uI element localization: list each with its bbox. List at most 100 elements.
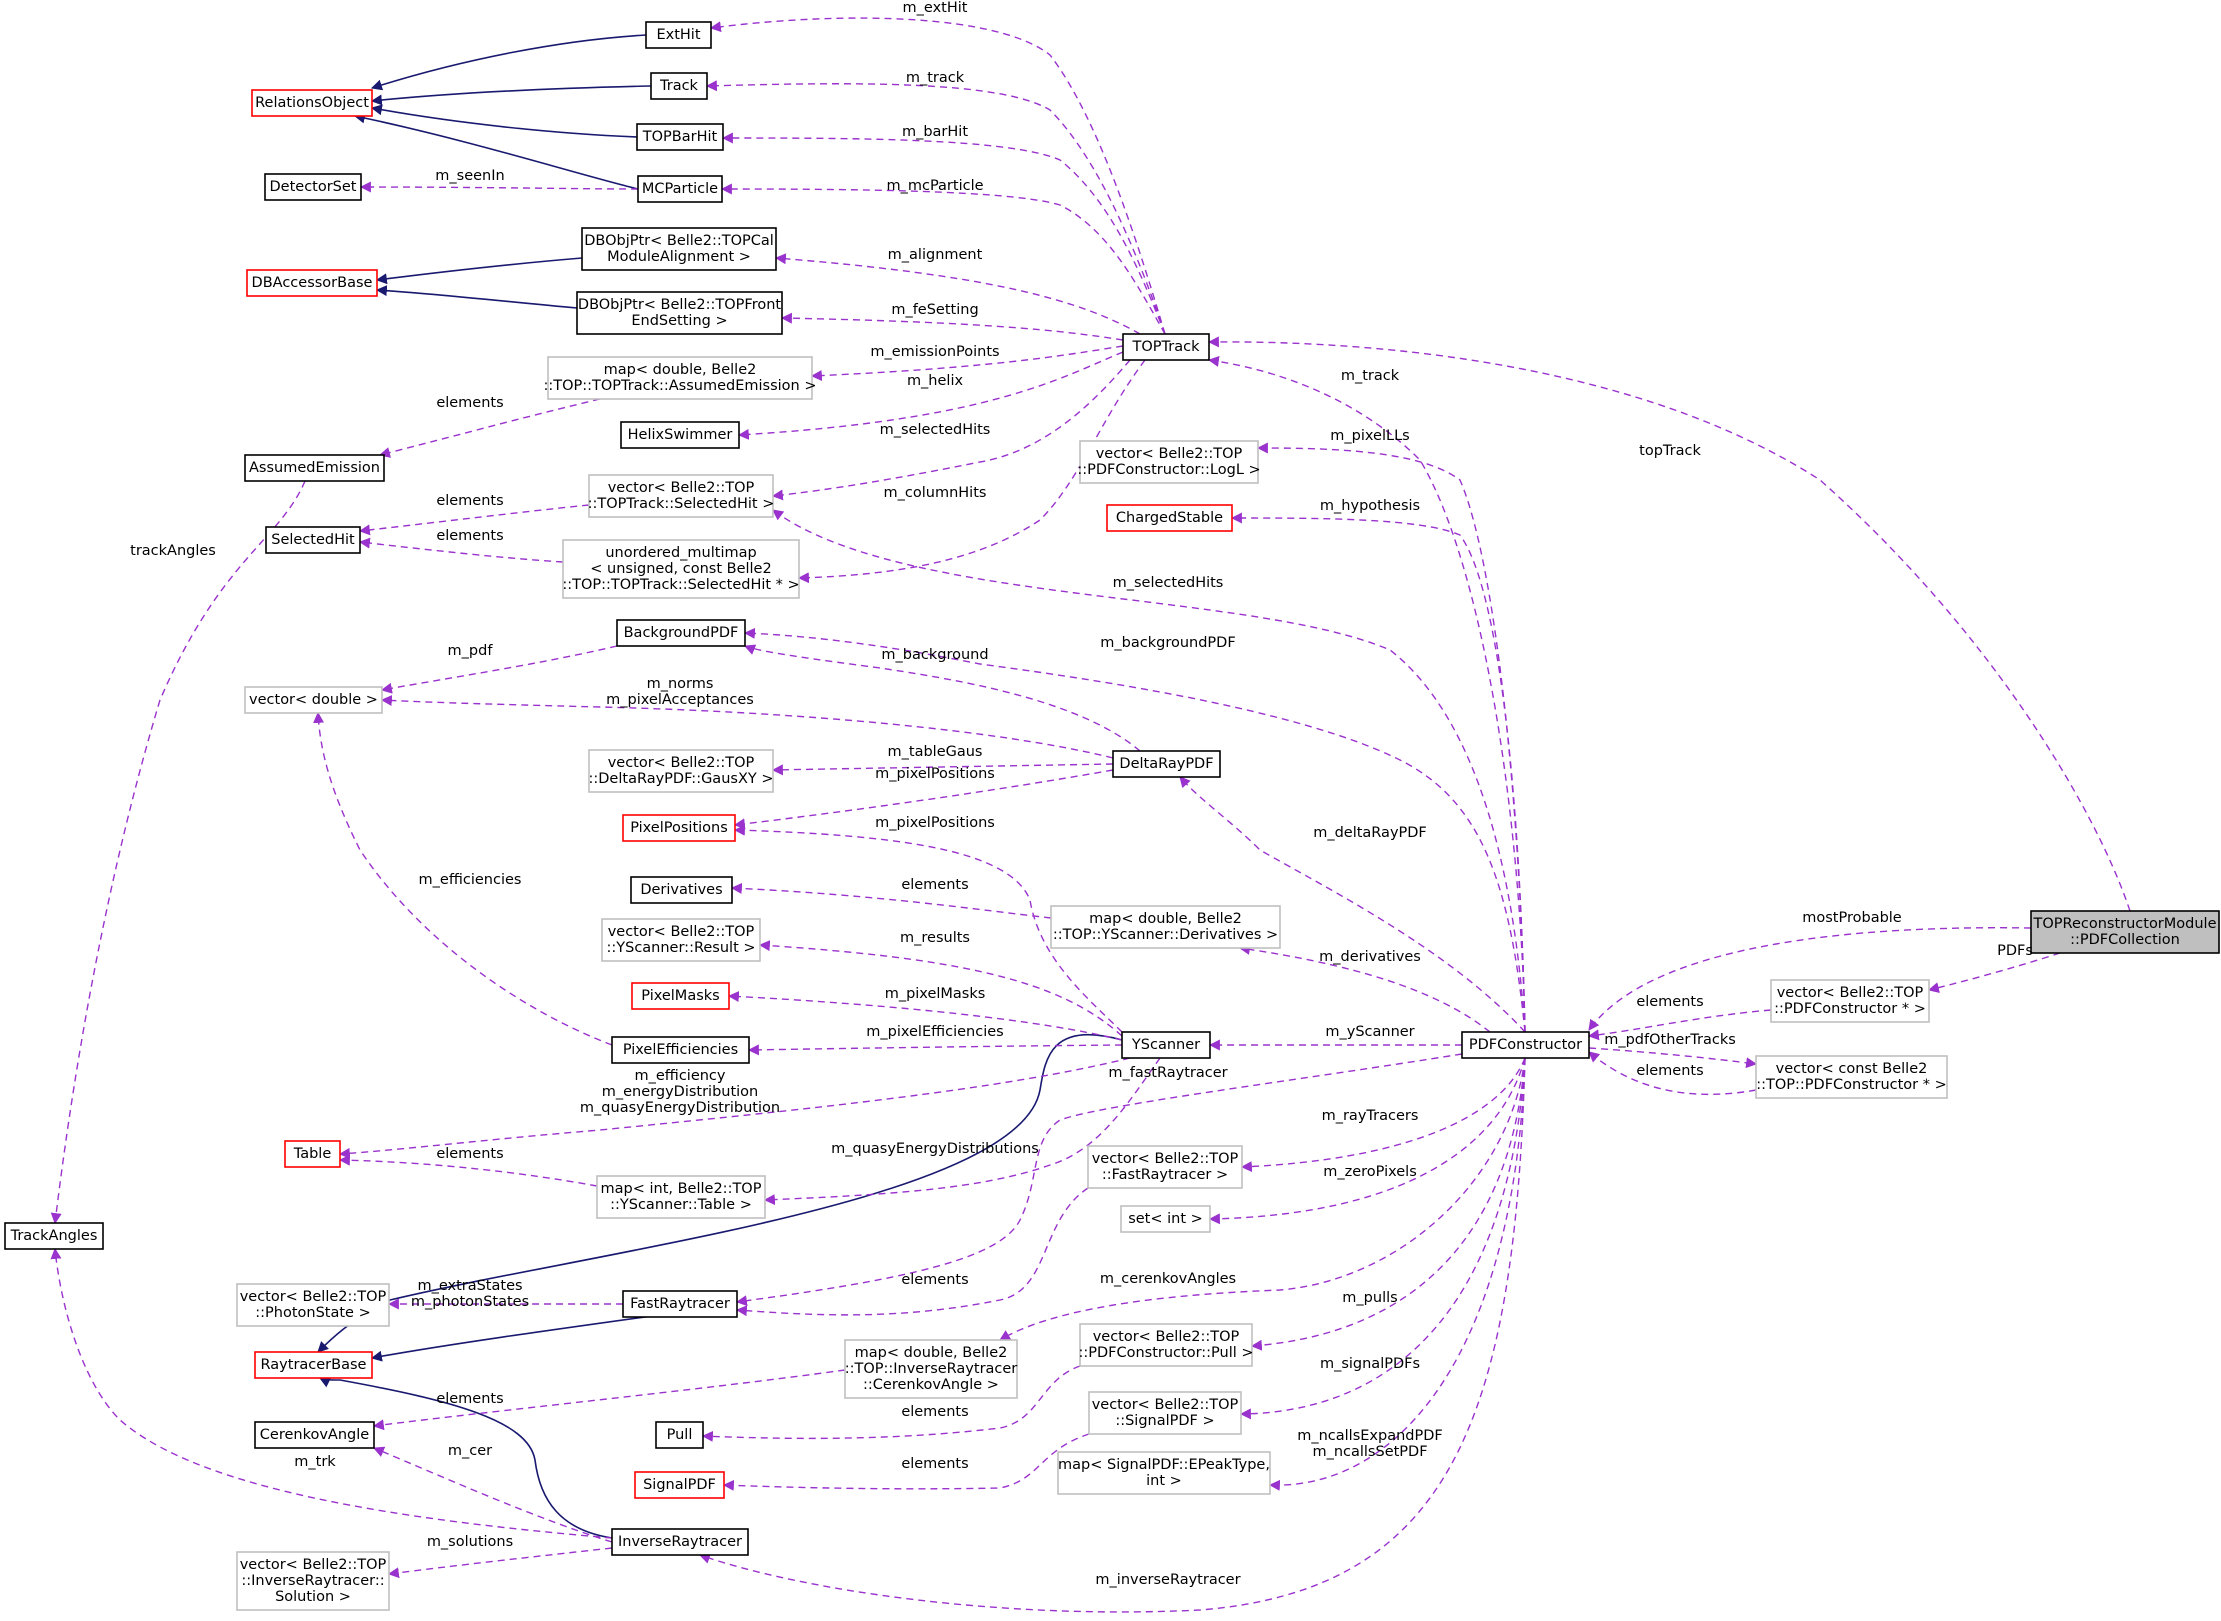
node-helixswimmer[interactable]: HelixSwimmer — [620, 421, 740, 449]
node-label: AssumedEmission — [249, 460, 380, 476]
node-label: Track — [659, 78, 699, 94]
node-box — [1112, 750, 1221, 778]
node-vecphotonstate[interactable]: vector< Belle2::TOP::PhotonState > — [236, 1283, 390, 1327]
node-vecselectedhit[interactable]: vector< Belle2::TOP::TOPTrack::SelectedH… — [588, 474, 775, 518]
node-derivatives[interactable]: Derivatives — [630, 876, 733, 904]
node-mapepeak[interactable]: map< SignalPDF::EPeakType,int > — [1057, 1451, 1271, 1495]
node-mapcerenkov[interactable]: map< double, Belle2::TOP::InverseRaytrac… — [844, 1339, 1018, 1399]
node-veclogl[interactable]: vector< Belle2::TOP::PDFConstructor::Log… — [1077, 440, 1261, 484]
edge-label: elements — [901, 877, 968, 893]
node-topreconstructormodule[interactable]: TOPReconstructorModule::PDFCollection — [2030, 910, 2220, 954]
usage-edge-m-norms — [380, 695, 1114, 759]
node-label: Pull — [667, 1427, 693, 1443]
node-label: SignalPDF — [643, 1477, 716, 1493]
node-signalpdf[interactable]: SignalPDF — [634, 1471, 725, 1499]
node-pixelefficiencies[interactable]: PixelEfficiencies — [611, 1036, 750, 1064]
node-label: PixelEfficiencies — [623, 1042, 738, 1058]
node-box — [1120, 1205, 1211, 1233]
node-label: InverseRaytracer — [618, 1534, 742, 1550]
node-cerenkovangle[interactable]: CerenkovAngle — [254, 1421, 375, 1449]
edge-label: m_extHit — [903, 0, 968, 16]
node-deltaraypdf[interactable]: DeltaRayPDF — [1112, 750, 1221, 778]
node-box — [236, 1551, 390, 1611]
node-box — [1106, 504, 1233, 532]
node-box — [634, 1471, 725, 1499]
node-pixelpositions[interactable]: PixelPositions — [622, 814, 736, 842]
node-fastraytracer[interactable]: FastRaytracer — [622, 1290, 738, 1318]
usage-edge-m-zeropixels — [1208, 1057, 1526, 1225]
node-dbobjalign[interactable]: DBObjPtr< Belle2::TOPCalModuleAlignment … — [581, 227, 777, 271]
node-trackangles[interactable]: TrackAngles — [4, 1222, 104, 1250]
usage-edge-m-track-pdf — [1207, 355, 1526, 1033]
node-maptable[interactable]: map< int, Belle2::TOP::YScanner::Table > — [596, 1175, 766, 1219]
usage-edge-m-alignment — [774, 253, 1141, 335]
node-topbarhit[interactable]: TOPBarHit — [636, 123, 724, 151]
node-raytracerbase[interactable]: RaytracerBase — [254, 1351, 373, 1379]
usage-edge-elements-selhit1 — [358, 504, 590, 536]
node-mapderivatives[interactable]: map< double, Belle2::TOP::YScanner::Deri… — [1050, 905, 1281, 949]
node-assumedemission[interactable]: AssumedEmission — [244, 454, 385, 482]
node-selectedhit[interactable]: SelectedHit — [265, 526, 361, 554]
node-unorderedmultimap[interactable]: unordered_multimap< unsigned, const Bell… — [562, 539, 800, 599]
node-table[interactable]: Table — [284, 1140, 341, 1168]
edge-label: PDFs — [1997, 943, 2033, 959]
node-track[interactable]: Track — [650, 72, 708, 100]
usage-edge-elements-constpdf — [1588, 1051, 1757, 1096]
node-vecsignalpdf[interactable]: vector< Belle2::TOP::SignalPDF > — [1088, 1391, 1242, 1435]
edge-label: m_signalPDFs — [1320, 1356, 1420, 1372]
node-label: map< int, Belle2::TOP — [601, 1181, 762, 1197]
node-yscanner[interactable]: YScanner — [1121, 1031, 1211, 1059]
node-mapassumed[interactable]: map< double, Belle2::TOP::TOPTrack::Assu… — [543, 356, 817, 400]
node-label: ::PhotonState > — [255, 1305, 370, 1321]
node-vecpdfconstructorptr[interactable]: vector< Belle2::TOP::PDFConstructor * > — [1770, 979, 1930, 1023]
node-box — [547, 356, 813, 400]
node-relationsobject[interactable]: RelationsObject — [251, 89, 373, 117]
node-label: DBAccessorBase — [252, 275, 373, 291]
node-vecpull[interactable]: vector< Belle2::TOP::PDFConstructor::Pul… — [1078, 1323, 1254, 1367]
edge-label: m_rayTracers — [1322, 1108, 1419, 1124]
edge-label: m_quasyEnergyDistribution — [580, 1100, 780, 1116]
node-toptrack[interactable]: TOPTrack — [1122, 333, 1210, 361]
node-vecfastraytracer[interactable]: vector< Belle2::TOP::FastRaytracer > — [1087, 1145, 1243, 1189]
node-box — [1050, 905, 1281, 949]
node-dbaccessorbase[interactable]: DBAccessorBase — [246, 269, 378, 297]
node-vecsolution[interactable]: vector< Belle2::TOP::InverseRaytracer::S… — [236, 1551, 390, 1611]
node-label: RelationsObject — [255, 95, 369, 111]
node-vecconstpdfconstructorptr[interactable]: vector< const Belle2::TOP::PDFConstructo… — [1755, 1055, 1948, 1099]
node-vecresult[interactable]: vector< Belle2::TOP::YScanner::Result > — [601, 918, 761, 962]
node-box — [1079, 1323, 1253, 1367]
node-inverseraytracer[interactable]: InverseRaytracer — [611, 1528, 749, 1556]
usage-edge-m-selectedhits-pdf — [772, 509, 1526, 1033]
edge-label: m_efficiencies — [419, 872, 522, 888]
node-vecdouble[interactable]: vector< double > — [244, 686, 383, 714]
edge-label: m_pixelAcceptances — [606, 692, 754, 708]
node-box — [1755, 1055, 1948, 1099]
node-pixelmasks[interactable]: PixelMasks — [631, 982, 730, 1010]
usage-edge-m-signalpdfs — [1239, 1057, 1526, 1420]
node-vecgausxy[interactable]: vector< Belle2::TOP::DeltaRayPDF::GausXY… — [588, 749, 774, 793]
usage-edge-m-pixelmasks — [727, 991, 1123, 1041]
usage-edge-m-track-top — [705, 80, 1166, 335]
node-label: ::TOP::YScanner::Derivatives > — [1053, 927, 1278, 943]
edge-label: m_fastRaytracer — [1108, 1065, 1227, 1081]
node-detectorset[interactable]: DetectorSet — [264, 173, 362, 201]
node-label: ::YScanner::Result > — [606, 940, 755, 956]
node-chargedstable[interactable]: ChargedStable — [1106, 504, 1233, 532]
node-label: BackgroundPDF — [624, 625, 739, 641]
node-label: vector< Belle2::TOP — [1092, 1151, 1239, 1167]
node-box — [622, 1290, 738, 1318]
node-label: PixelMasks — [641, 988, 719, 1004]
node-mcparticle[interactable]: MCParticle — [637, 175, 723, 203]
usage-edge-m-derivatives — [1238, 943, 1491, 1033]
node-pull[interactable]: Pull — [655, 1421, 704, 1449]
edge-label: m_pixelEfficiencies — [866, 1024, 1003, 1040]
node-box — [562, 539, 800, 599]
node-box — [254, 1421, 375, 1449]
node-setint[interactable]: set< int > — [1120, 1205, 1211, 1233]
node-box — [611, 1528, 749, 1556]
node-exthit[interactable]: ExtHit — [645, 21, 712, 49]
node-pdfconstructor[interactable]: PDFConstructor — [1461, 1031, 1590, 1059]
node-backgroundpdf[interactable]: BackgroundPDF — [616, 619, 746, 647]
node-label: ::FastRaytracer > — [1102, 1167, 1228, 1183]
